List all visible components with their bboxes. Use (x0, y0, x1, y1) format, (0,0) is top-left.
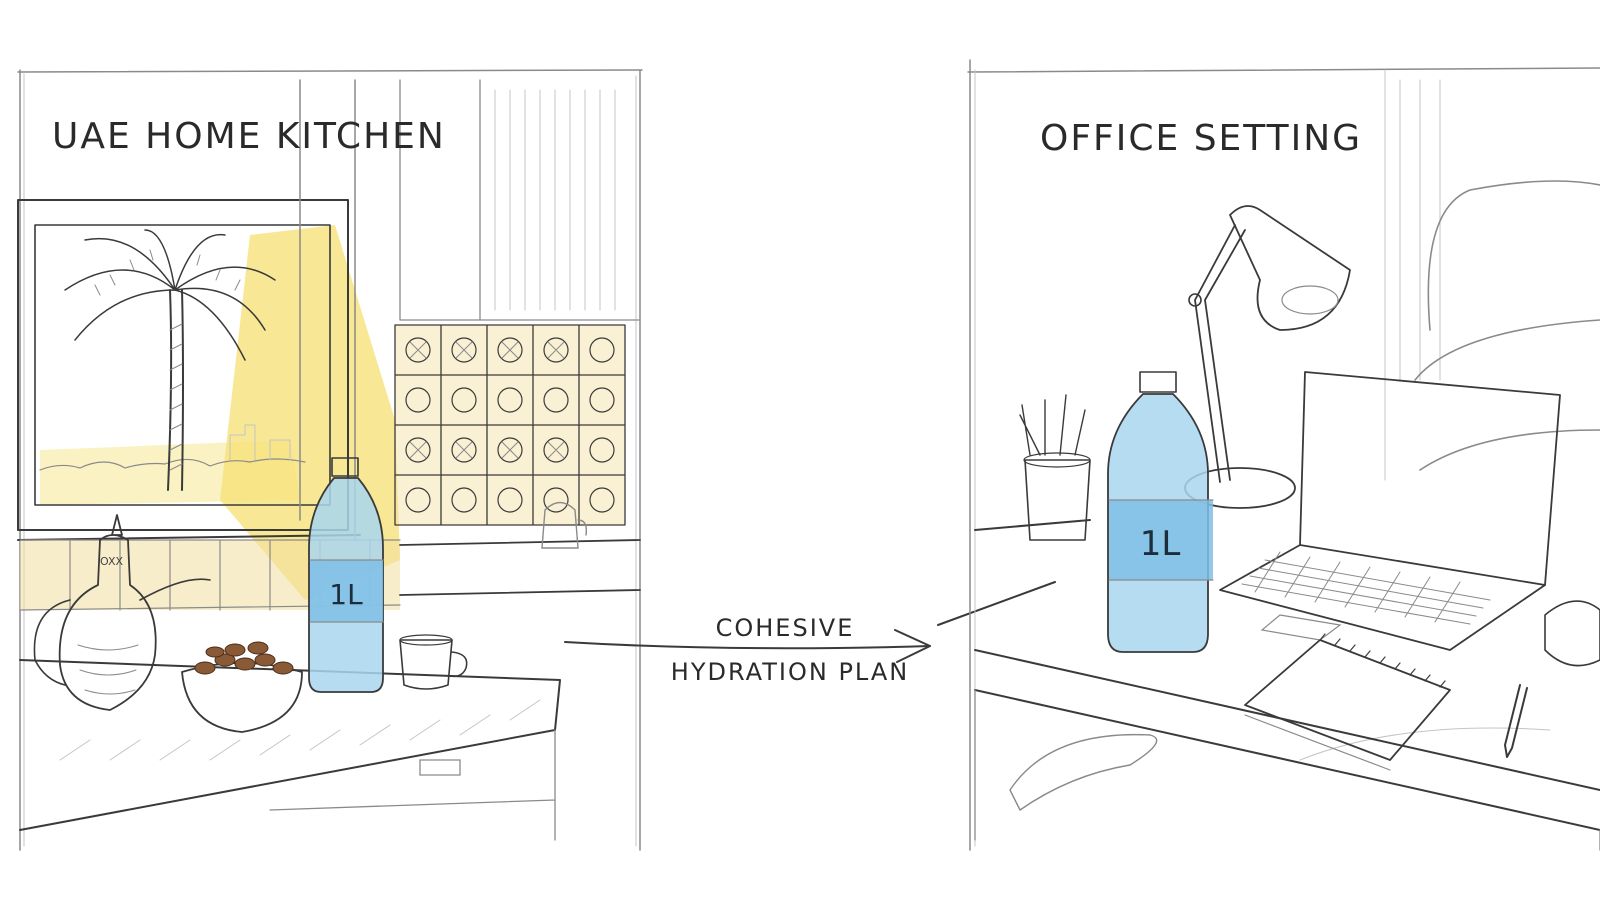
kitchen-title: UAE HOME KITCHEN (52, 116, 446, 157)
mouse-icon (1544, 600, 1600, 667)
coffee-cup-icon (399, 634, 468, 690)
pen-icon (1504, 684, 1528, 758)
dallah-coffee-pot-icon: OXX (33, 514, 211, 711)
office-water-bottle-icon: 1L (1107, 371, 1214, 653)
dates-bowl-icon (181, 641, 303, 733)
kitchen-bottle-label: 1L (329, 578, 363, 611)
kitchen-panel: OXX 1L UAE HOME KIT (17, 69, 643, 851)
kitchen-water-bottle-icon: 1L (308, 457, 384, 693)
laptop-icon (1219, 371, 1561, 651)
palm-tree (64, 229, 276, 491)
hydration-connector: COHESIVE HYDRATION PLAN (564, 581, 1056, 686)
notebook-icon (1244, 633, 1451, 771)
kitchen-window (17, 79, 361, 541)
connector-line2: HYDRATION PLAN (671, 658, 909, 686)
connector-line1: COHESIVE (716, 614, 855, 642)
office-title: OFFICE SETTING (1040, 118, 1362, 159)
desk-lamp-icon (1184, 205, 1351, 509)
pencil-cup-icon (1019, 394, 1091, 541)
patterned-tiles (394, 324, 626, 526)
office-bottle-label: 1L (1140, 524, 1181, 564)
office-desk (974, 519, 1600, 851)
office-panel: 1L OFFICE SETTING (967, 59, 1600, 851)
svg-text:OXX: OXX (100, 555, 123, 568)
